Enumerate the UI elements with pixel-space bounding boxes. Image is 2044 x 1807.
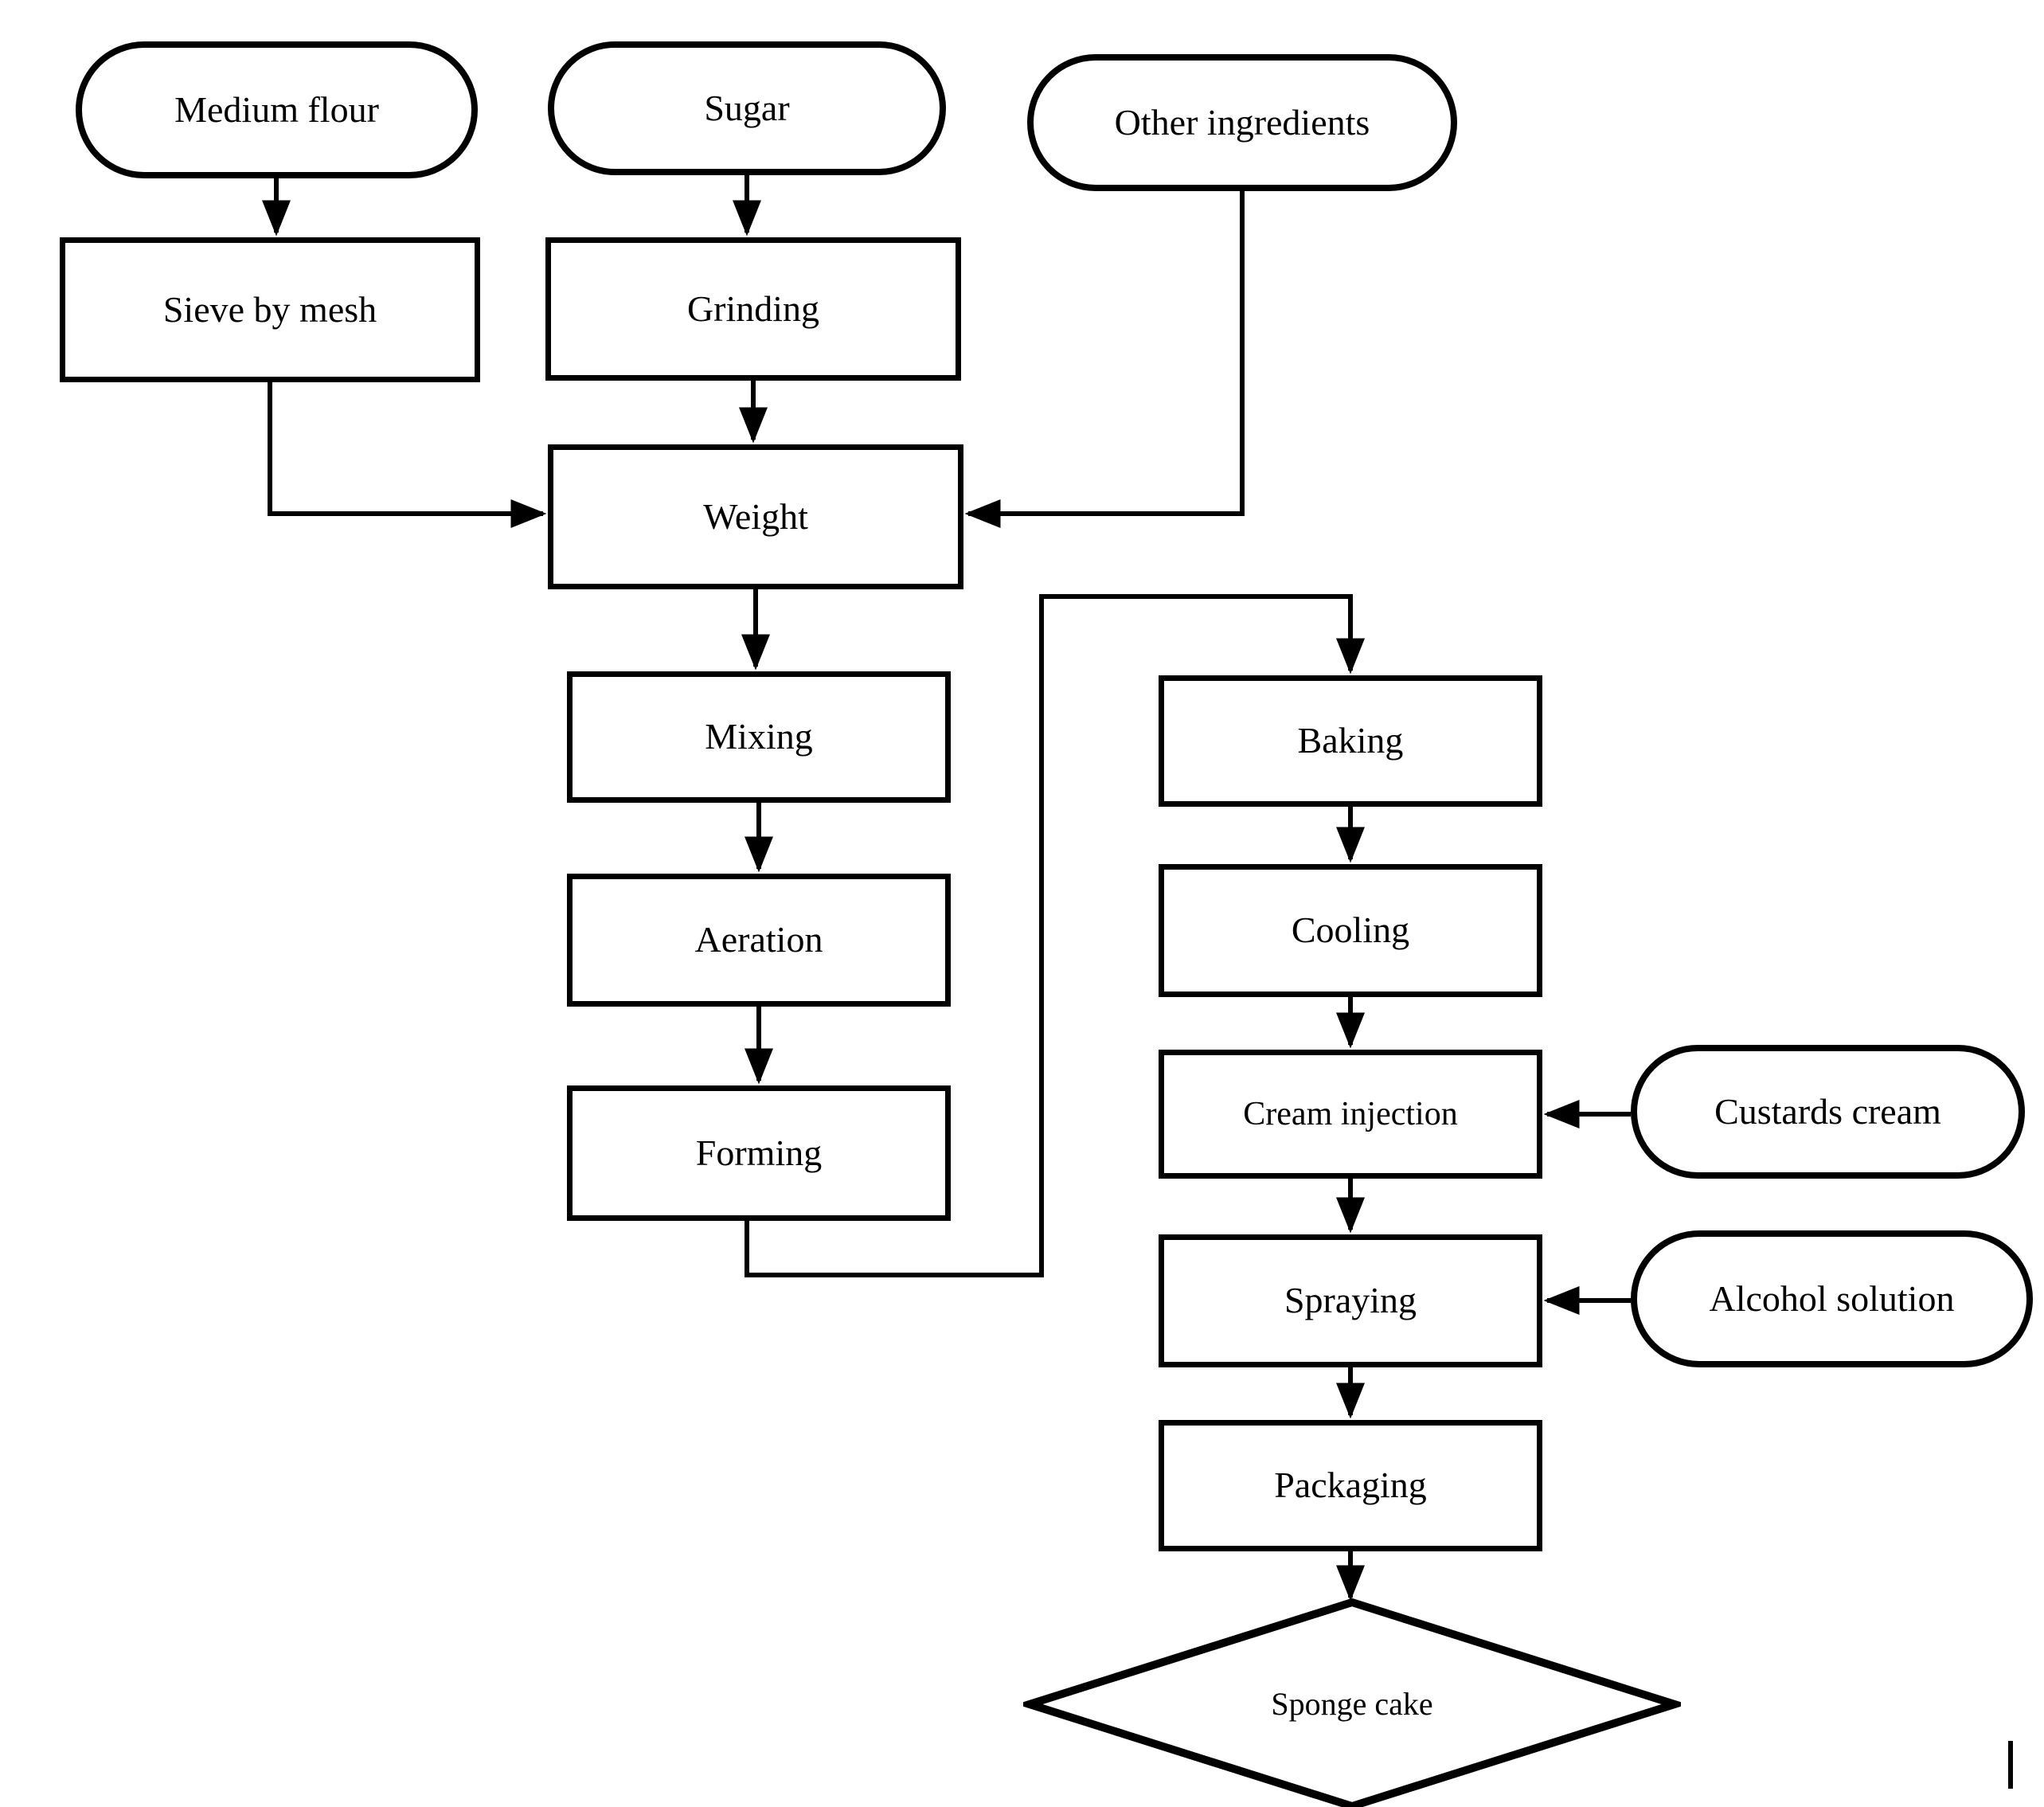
node-aeration-label: Aeration	[694, 919, 823, 960]
node-other-ingredients-label: Other ingredients	[1114, 101, 1370, 143]
node-sieve-by-mesh-label: Sieve by mesh	[162, 288, 377, 330]
node-sugar-label: Sugar	[704, 87, 790, 128]
node-cream-injection: Cream injection	[1159, 1050, 1542, 1179]
node-forming-label: Forming	[695, 1132, 823, 1173]
node-other-ingredients: Other ingredients	[1027, 54, 1457, 191]
node-packaging-label: Packaging	[1274, 1465, 1427, 1506]
node-cream-injection-label: Cream injection	[1243, 1095, 1458, 1132]
node-mixing: Mixing	[567, 671, 951, 803]
node-baking: Baking	[1159, 675, 1542, 807]
node-grinding-label: Grinding	[686, 287, 820, 329]
diamond-shape	[1023, 1598, 1681, 1807]
node-weight: Weight	[548, 444, 963, 589]
node-packaging: Packaging	[1159, 1420, 1542, 1551]
text-cursor-artifact	[2008, 1741, 2013, 1789]
edge-sieve-to-weight	[268, 382, 547, 528]
node-aeration: Aeration	[567, 874, 951, 1007]
node-alcohol-solution-label: Alcohol solution	[1709, 1277, 1955, 1319]
node-spraying: Spraying	[1159, 1234, 1542, 1367]
node-forming: Forming	[567, 1085, 951, 1221]
node-weight-label: Weight	[703, 495, 808, 537]
node-alcohol-solution: Alcohol solution	[1631, 1230, 2033, 1367]
node-medium-flour: Medium flour	[76, 41, 478, 178]
node-medium-flour-label: Medium flour	[174, 88, 379, 130]
node-cooling-label: Cooling	[1291, 909, 1410, 951]
node-sugar: Sugar	[548, 41, 946, 175]
node-mixing-label: Mixing	[705, 716, 813, 757]
node-spraying-label: Spraying	[1284, 1280, 1417, 1321]
node-sponge-cake: Sponge cake	[1023, 1596, 1681, 1807]
node-custards-cream: Custards cream	[1631, 1045, 2025, 1179]
node-custards-cream-label: Custards cream	[1714, 1090, 1941, 1132]
node-grinding: Grinding	[545, 237, 961, 381]
edge-other-ingredients-to-weight	[964, 191, 1245, 528]
node-sieve-by-mesh: Sieve by mesh	[60, 237, 480, 382]
node-cooling: Cooling	[1159, 864, 1542, 997]
node-sponge-cake-label: Sponge cake	[1271, 1686, 1433, 1722]
node-baking-label: Baking	[1297, 720, 1404, 761]
